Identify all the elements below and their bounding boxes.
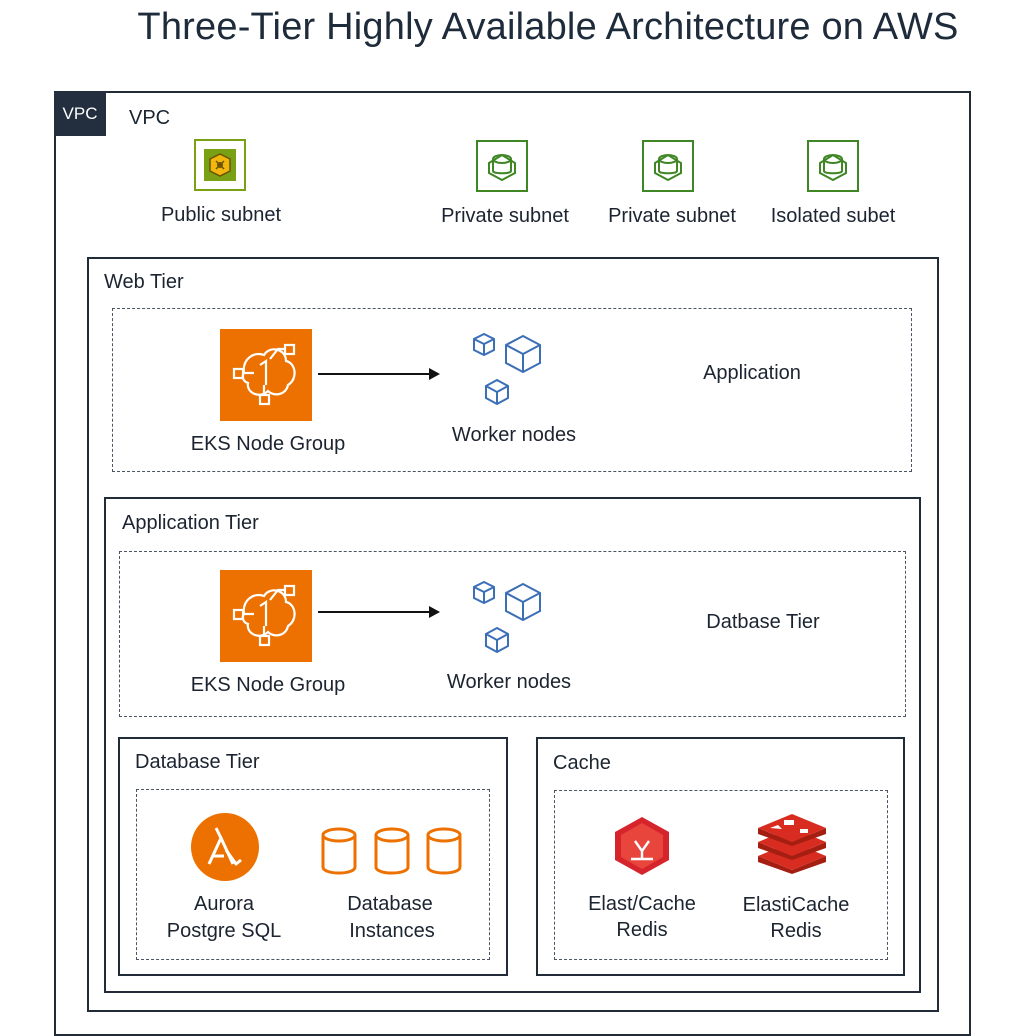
eks-node-group-label: EKS Node Group	[190, 674, 346, 696]
worker-nodes-icon	[473, 332, 541, 406]
private-subnet-label: Private subnet	[608, 205, 736, 227]
web-tier-label: Web Tier	[104, 271, 184, 293]
redis-icon	[758, 814, 826, 874]
eks-node-group-icon	[220, 329, 312, 421]
web-tier-container	[87, 257, 939, 1012]
eks-node-group-label: EKS Node Group	[190, 433, 346, 455]
aurora-icon	[191, 813, 259, 881]
public-subnet-icon	[194, 139, 246, 191]
worker-nodes-label: Worker nodes	[446, 671, 572, 693]
web-tier-group	[112, 308, 912, 472]
application-tier-group	[119, 551, 906, 717]
elasticache-label-line1: Elast/Cache	[588, 893, 696, 915]
private-subnet-icon	[476, 140, 528, 192]
public-subnet-label: Public subnet	[160, 204, 282, 226]
eks-node-group-icon	[220, 570, 312, 662]
isolated-subnet-icon	[807, 140, 859, 192]
vpc-tab-badge: VPC	[54, 92, 106, 136]
redis-label-line1: ElastiCache	[742, 894, 850, 916]
flow-arrow	[318, 368, 440, 380]
aurora-label-line2: Postgre SQL	[166, 920, 282, 942]
database-tier-container	[118, 737, 508, 976]
application-label: Application	[703, 362, 801, 384]
cache-group	[554, 790, 888, 960]
private-subnet-label: Private subnet	[441, 205, 569, 227]
database-tier-side-label: Datbase Tier	[706, 611, 820, 633]
elasticache-icon	[615, 817, 669, 875]
database-instances-label-line1: Database	[347, 893, 433, 915]
database-tier-group	[136, 789, 490, 960]
application-tier-label: Application Tier	[122, 512, 259, 534]
private-subnet-icon	[642, 140, 694, 192]
database-instances-label-line2: Instances	[349, 920, 435, 942]
vpc-label: VPC	[129, 107, 171, 129]
cache-container	[536, 737, 905, 976]
database-instances-icon	[321, 827, 462, 875]
worker-nodes-label: Worker nodes	[451, 424, 577, 446]
flow-arrow	[318, 606, 440, 618]
database-tier-label: Database Tier	[135, 751, 260, 773]
application-tier-container	[104, 497, 921, 993]
redis-label-line2: Redis	[770, 920, 822, 942]
worker-nodes-icon	[473, 580, 541, 654]
diagram-title: Three-Tier Highly Available Architecture…	[137, 6, 959, 48]
cache-label: Cache	[553, 752, 611, 774]
elasticache-label-line2: Redis	[616, 919, 668, 941]
isolated-subnet-label: Isolated subet	[770, 205, 896, 227]
aurora-label-line1: Aurora	[193, 893, 255, 915]
